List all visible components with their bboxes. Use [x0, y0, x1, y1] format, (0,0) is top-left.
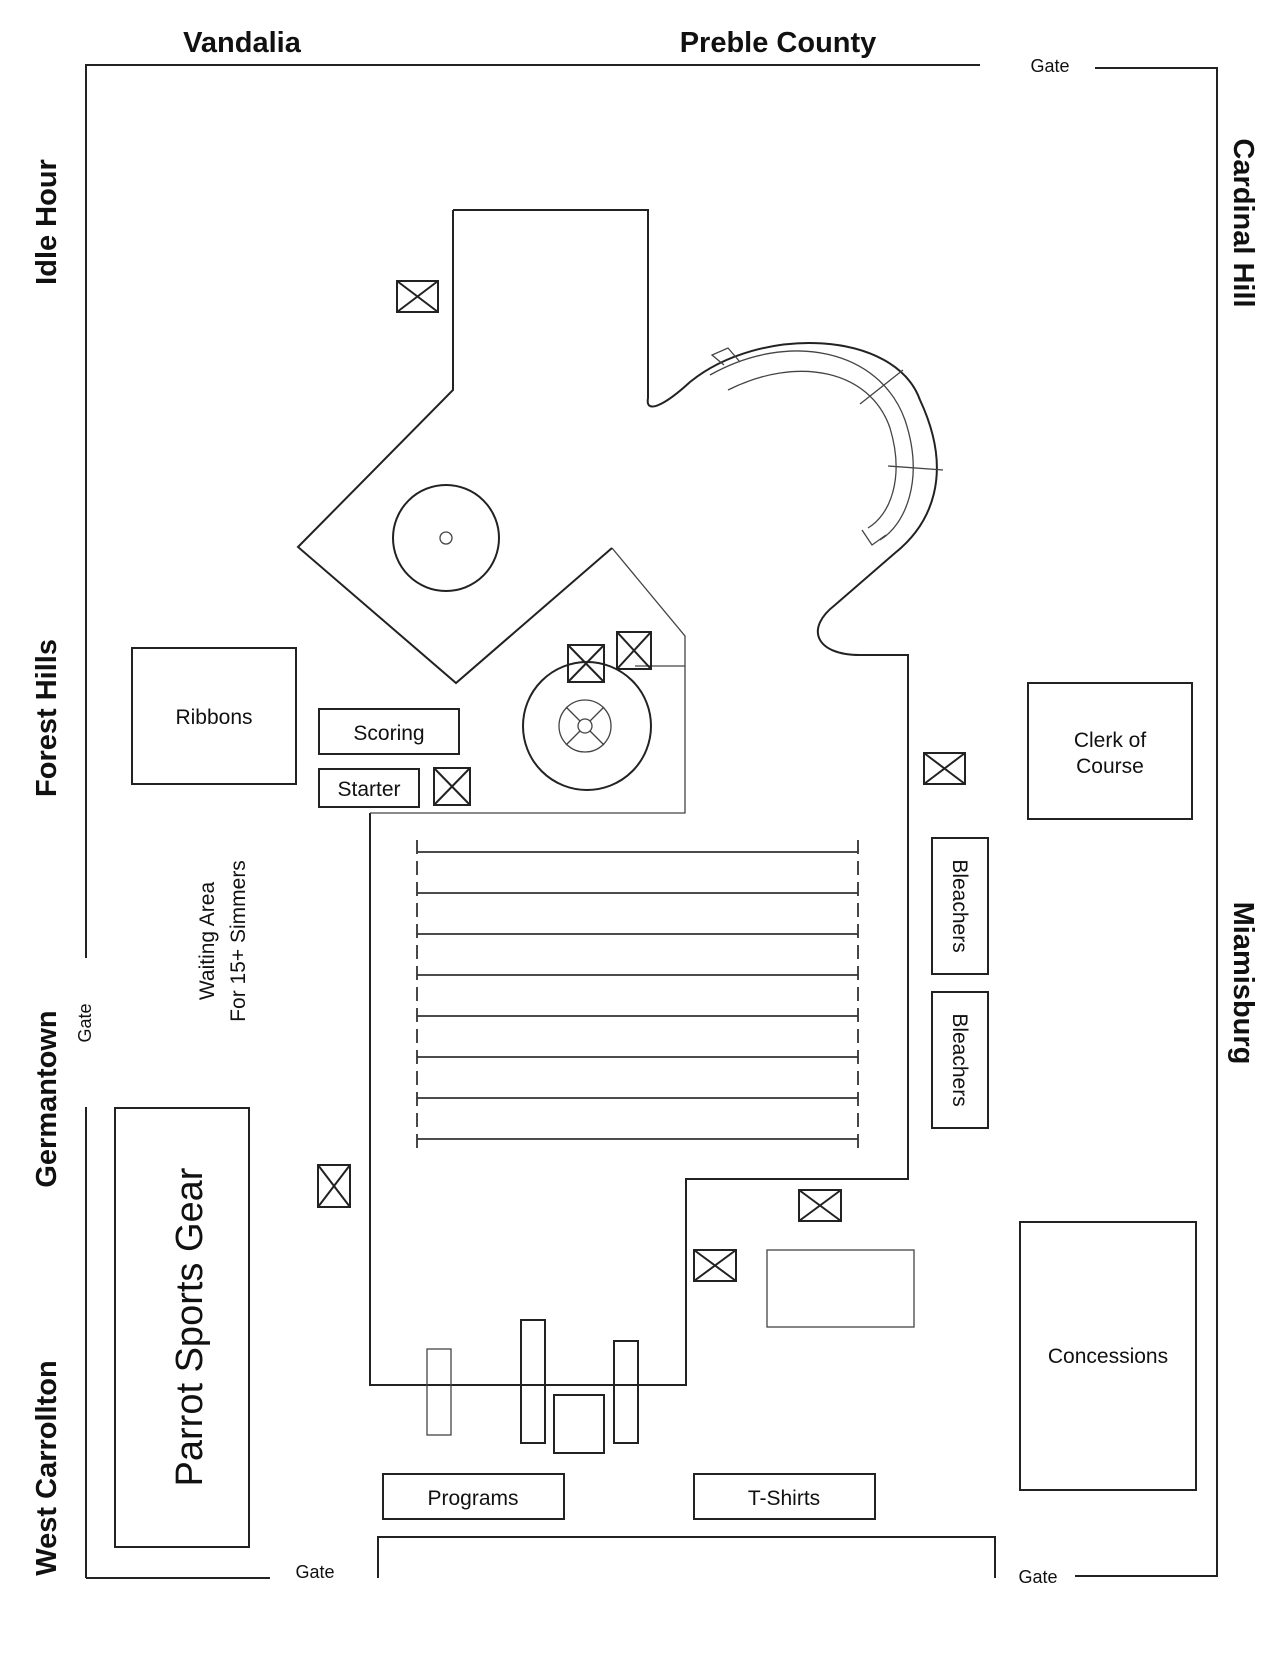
clerk-label-line2: Course — [1076, 755, 1144, 778]
gate-label-bottom-left: Gate — [295, 1562, 334, 1582]
waiting-area-line2: For 15+ Simmers — [227, 860, 250, 1022]
perimeter-fence — [85, 64, 1218, 1579]
waiting-area-line1: Waiting Area — [196, 882, 219, 1001]
bleachers-2-label: Bleachers — [948, 1013, 971, 1106]
ribbons-label: Ribbons — [175, 706, 252, 729]
scoring-table: Scoring — [318, 708, 460, 755]
team-label-preble-county: Preble County — [680, 27, 877, 59]
team-label-germantown: Germantown — [31, 1010, 63, 1187]
clerk-label-line1: Clerk of — [1074, 729, 1147, 752]
crossed-box-icon — [923, 752, 966, 785]
parrot-sports-gear-label: Parrot Sports Gear — [169, 1167, 211, 1486]
tshirts-label: T-Shirts — [748, 1487, 820, 1510]
concessions-area: Concessions — [1019, 1221, 1197, 1491]
team-label-west-carrollton: West Carrollton — [31, 1360, 63, 1575]
team-label-forest-hills: Forest Hills — [31, 639, 63, 797]
concessions-label: Concessions — [1048, 1345, 1168, 1368]
crossed-box-icon — [567, 644, 605, 683]
swim-lanes — [416, 840, 859, 1151]
water-slide — [709, 347, 944, 546]
crossed-box-icon — [693, 1249, 737, 1282]
bleachers-1-label: Bleachers — [948, 859, 971, 952]
crossed-box-icon — [317, 1164, 351, 1208]
gate-label-left: Gate — [75, 1003, 95, 1042]
crossed-box-icon — [798, 1189, 842, 1222]
programs-label: Programs — [427, 1487, 518, 1510]
clerk-of-course-area: Clerk of Course — [1027, 682, 1193, 820]
team-label-vandalia: Vandalia — [183, 27, 302, 59]
unlabeled-table — [766, 1249, 915, 1328]
crossed-box-icon — [396, 280, 439, 313]
entrance-structures — [426, 1319, 639, 1454]
programs-table: Programs — [382, 1473, 565, 1520]
scoring-label: Scoring — [353, 722, 424, 745]
parrot-sports-gear-area: Parrot Sports Gear — [114, 1107, 250, 1548]
gate-label-bottom-right: Gate — [1018, 1567, 1057, 1587]
starter-table: Starter — [318, 768, 420, 808]
bleachers-2: Bleachers — [931, 991, 989, 1129]
waiting-area: Waiting Area For 15+ Simmers — [196, 860, 250, 1022]
starter-label: Starter — [337, 778, 400, 801]
team-label-miamisburg: Miamisburg — [1227, 902, 1259, 1065]
pool-deck — [296, 209, 938, 1386]
tshirts-table: T-Shirts — [693, 1473, 876, 1520]
team-label-idle-hour: Idle Hour — [31, 159, 63, 285]
crossed-box-icon — [433, 767, 471, 806]
bleachers-1: Bleachers — [931, 837, 989, 975]
diving-well — [392, 484, 500, 592]
team-label-cardinal-hill: Cardinal Hill — [1227, 138, 1259, 307]
ribbons-area: Ribbons — [131, 647, 297, 785]
crossed-box-icon — [616, 631, 652, 670]
gate-label-top-right: Gate — [1030, 56, 1069, 76]
